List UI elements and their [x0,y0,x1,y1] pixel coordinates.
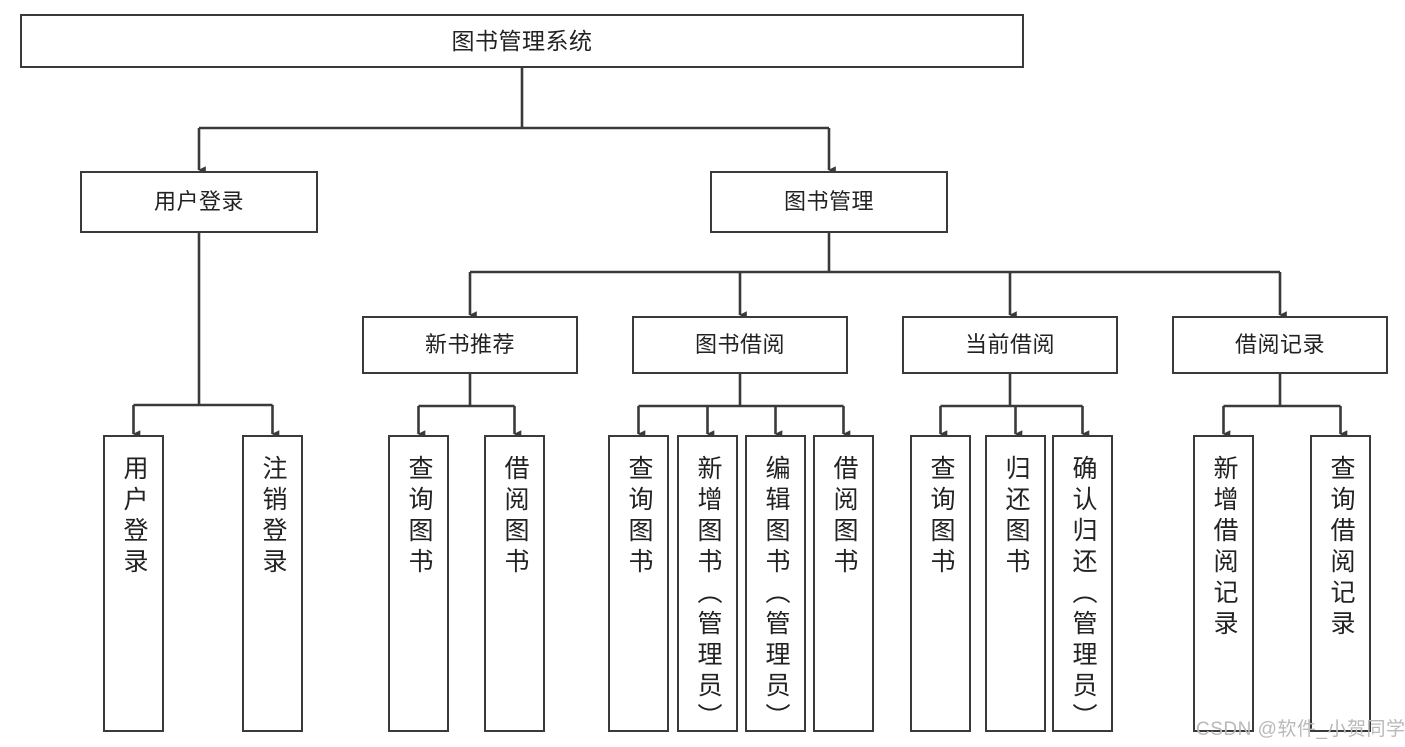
node-user-login[interactable]: 用户登录 [80,171,318,233]
node-root[interactable]: 图书管理系统 [20,14,1024,68]
node-label: 借阅图书 [501,455,529,579]
node-book-borrow[interactable]: 图书借阅 [632,316,848,374]
node-label: 归还图书 [1002,455,1030,579]
node-leaf-query-book-1[interactable]: 查询图书 [388,435,449,732]
node-label: 用户登录 [153,189,244,215]
node-label: 用户登录 [120,455,148,579]
node-label: 新增图书（管理员） [694,455,722,732]
node-label: 新增借阅记录 [1210,455,1238,641]
node-leaf-user-logout[interactable]: 注销登录 [242,435,303,732]
node-leaf-user-login[interactable]: 用户登录 [103,435,164,732]
node-borrow-record[interactable]: 借阅记录 [1172,316,1388,374]
node-label: 当前借阅 [964,332,1055,358]
node-label: 注销登录 [259,455,287,579]
node-label: 查询借阅记录 [1327,455,1355,641]
node-current-borrow[interactable]: 当前借阅 [902,316,1118,374]
node-new-book-recommend[interactable]: 新书推荐 [362,316,578,374]
node-book-manage[interactable]: 图书管理 [710,171,948,233]
node-label: 查询图书 [625,455,653,579]
node-label: 新书推荐 [424,332,515,358]
node-leaf-borrow-book-2[interactable]: 借阅图书 [813,435,874,732]
node-leaf-return-book[interactable]: 归还图书 [985,435,1046,732]
node-label: 图书管理 [783,189,874,215]
node-leaf-edit-book[interactable]: 编辑图书（管理员） [745,435,806,732]
node-leaf-borrow-book-1[interactable]: 借阅图书 [484,435,545,732]
node-label: 图书借阅 [694,332,785,358]
node-label: 借阅记录 [1234,332,1325,358]
node-label: 查询图书 [927,455,955,579]
node-label: 图书管理系统 [451,27,593,54]
node-leaf-query-record[interactable]: 查询借阅记录 [1310,435,1371,732]
csdn-watermark: CSDN @软件_小贺同学 [1196,719,1405,740]
node-leaf-add-book[interactable]: 新增图书（管理员） [677,435,738,732]
node-leaf-query-book-3[interactable]: 查询图书 [910,435,971,732]
node-label: 确认归还（管理员） [1069,455,1097,732]
node-label: 借阅图书 [830,455,858,579]
edge-group [132,68,1348,438]
node-label: 查询图书 [405,455,433,579]
node-leaf-add-record[interactable]: 新增借阅记录 [1193,435,1254,732]
node-label: 编辑图书（管理员） [762,455,790,732]
node-leaf-query-book-2[interactable]: 查询图书 [608,435,669,732]
node-leaf-confirm-return[interactable]: 确认归还（管理员） [1052,435,1113,732]
